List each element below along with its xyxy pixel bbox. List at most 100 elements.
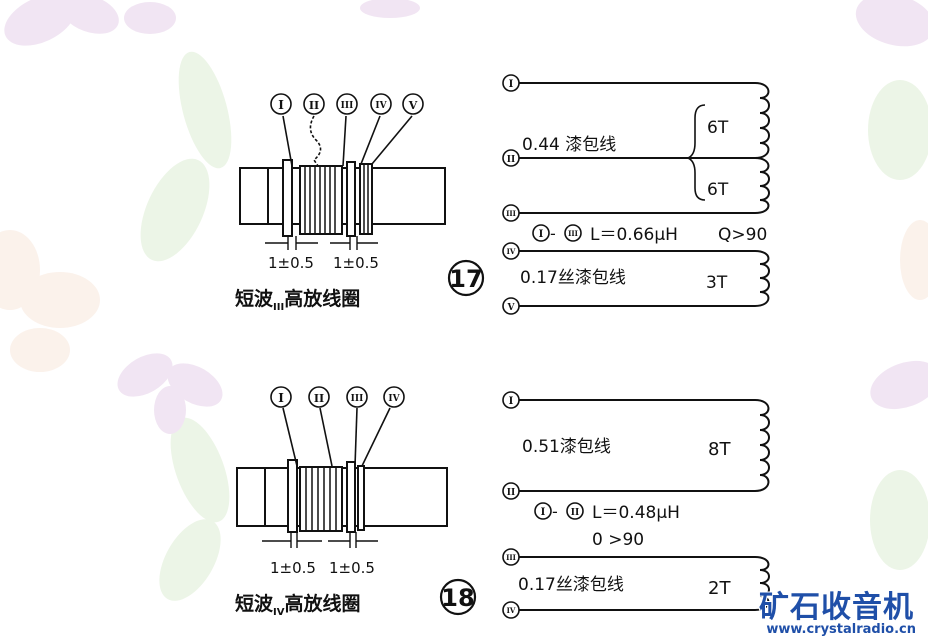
terminal-17-3: III	[336, 93, 358, 115]
flower-left-purple	[117, 353, 223, 434]
dimension-left-18: 1±0.5	[270, 559, 316, 577]
schem-term-17-5: V	[502, 297, 520, 315]
inductance-line-17: I - III L＝0.66μH Q>90	[532, 224, 767, 245]
watermark-logo: 矿石收音机 www.crystalradio.cn	[750, 582, 920, 640]
winding-secondary	[357, 465, 365, 531]
winding-main	[299, 466, 343, 532]
dimension-right-18: 1±0.5	[329, 559, 375, 577]
coil-form-17	[239, 159, 446, 237]
coil-18-upper	[754, 399, 770, 492]
svg-text:V: V	[408, 99, 418, 112]
svg-text:I: I	[539, 229, 544, 240]
flower-top-left	[4, 0, 119, 46]
schematic-terminals-18: I II III IV	[502, 391, 520, 619]
coil-17-middle	[754, 157, 770, 214]
q-value-18: 0 >90	[592, 530, 644, 550]
flower-right	[855, 0, 928, 570]
winding-stripes	[305, 467, 337, 531]
inductance-value-17: L＝0.66μH	[590, 225, 678, 245]
terminal-18-3: III	[346, 386, 368, 408]
flange-left	[282, 159, 293, 237]
coil-17-upper	[754, 82, 770, 159]
svg-text:II: II	[507, 155, 515, 165]
wire-spec-bottom-18: 0.17丝漆包线	[518, 575, 624, 595]
svg-text:17: 17	[449, 265, 482, 293]
schem-term-17-4: IV	[502, 242, 520, 260]
terminal-18-2: II	[308, 386, 330, 408]
svg-text:IV: IV	[388, 394, 400, 404]
dimension-left-17: 1±0.5	[268, 254, 314, 272]
caption-17: 短波III高放线圈	[235, 287, 360, 313]
terminal-18-1: I	[270, 386, 292, 408]
terminal-leads-17	[282, 115, 413, 167]
terminal-17-1: I	[270, 93, 292, 115]
flower-top-center	[124, 0, 420, 34]
turns-b-17: 6T	[707, 180, 729, 200]
diagram-17: I II III IV V 1±0.5 1±0.5 短波III高放线圈 17	[235, 74, 770, 315]
leaves-left	[140, 51, 232, 601]
wire-spec-bottom-17: 0.17丝漆包线	[520, 268, 626, 288]
flower-left-pink	[0, 230, 100, 372]
watermark-name: 矿石收音机	[759, 590, 914, 625]
turns-c-17: 3T	[706, 273, 728, 293]
schematic-terminals-17: I II III IV V	[502, 74, 520, 315]
watermark-url: www.crystalradio.cn	[766, 622, 916, 637]
coil-18-lower	[754, 556, 770, 611]
terminal-labels-18: I II III IV	[270, 386, 405, 408]
turns-b-18: 2T	[708, 578, 731, 599]
caption-18: 短波IV高放线圈	[235, 592, 361, 618]
diagram-18: I II III IV 1±0.5 1±0.5 短波IV高放线圈 18	[235, 386, 770, 619]
turns-a-18: 8T	[708, 439, 731, 460]
schematic-17	[511, 82, 770, 307]
svg-text:III: III	[506, 209, 516, 218]
inductance-line-18: I - II L＝0.48μH 0 >90	[534, 502, 680, 550]
figure-number-17: 17	[447, 259, 485, 297]
dimension-right-17: 1±0.5	[333, 254, 379, 272]
svg-text:III: III	[351, 394, 364, 404]
svg-text:II: II	[571, 508, 579, 518]
flange-mid	[346, 161, 356, 237]
svg-text:I: I	[541, 507, 546, 518]
svg-text:II: II	[507, 488, 515, 498]
dimensions-17	[265, 236, 378, 250]
svg-text:II: II	[309, 99, 319, 112]
svg-text:III: III	[506, 553, 516, 562]
schem-term-17-3: III	[502, 204, 520, 222]
schem-term-18-3: III	[502, 548, 520, 566]
svg-text:V: V	[507, 303, 516, 313]
svg-text:I: I	[509, 79, 514, 90]
terminal-18-4: IV	[383, 386, 405, 408]
schem-term-18-4: IV	[502, 601, 520, 619]
flange-left	[287, 459, 298, 533]
schem-term-17-1: I	[502, 74, 520, 92]
schem-term-18-2: II	[502, 482, 520, 500]
coil-form-18	[236, 459, 448, 533]
svg-text:I: I	[278, 98, 284, 112]
figure-number-18: 18	[439, 578, 477, 616]
svg-text:III: III	[341, 101, 354, 111]
svg-text:II: II	[314, 392, 324, 405]
turns-a-17: 6T	[707, 118, 729, 138]
flange-mid	[346, 461, 356, 533]
inductance-value-18: L＝0.48μH	[592, 503, 680, 523]
schem-term-18-1: I	[502, 391, 520, 409]
svg-text:IV: IV	[375, 101, 387, 111]
wire-spec-top-17: 0.44 漆包线	[522, 135, 616, 155]
svg-text:18: 18	[441, 584, 474, 612]
terminal-17-4: IV	[370, 93, 392, 115]
svg-text:IV: IV	[507, 247, 516, 256]
brace-17	[685, 104, 706, 201]
q-value-17: Q>90	[718, 225, 767, 245]
svg-text:I: I	[509, 396, 514, 407]
svg-text:I: I	[278, 391, 284, 405]
wire-spec-top-18: 0.51漆包线	[522, 437, 611, 457]
coil-17-lower	[754, 250, 770, 307]
svg-text:IV: IV	[507, 606, 516, 615]
schem-term-17-2: II	[502, 149, 520, 167]
winding-stripes	[304, 166, 336, 234]
svg-text:III: III	[568, 229, 578, 238]
dimensions-18	[262, 532, 378, 548]
svg-text:-: -	[550, 224, 556, 243]
terminal-leads-18	[282, 407, 391, 467]
